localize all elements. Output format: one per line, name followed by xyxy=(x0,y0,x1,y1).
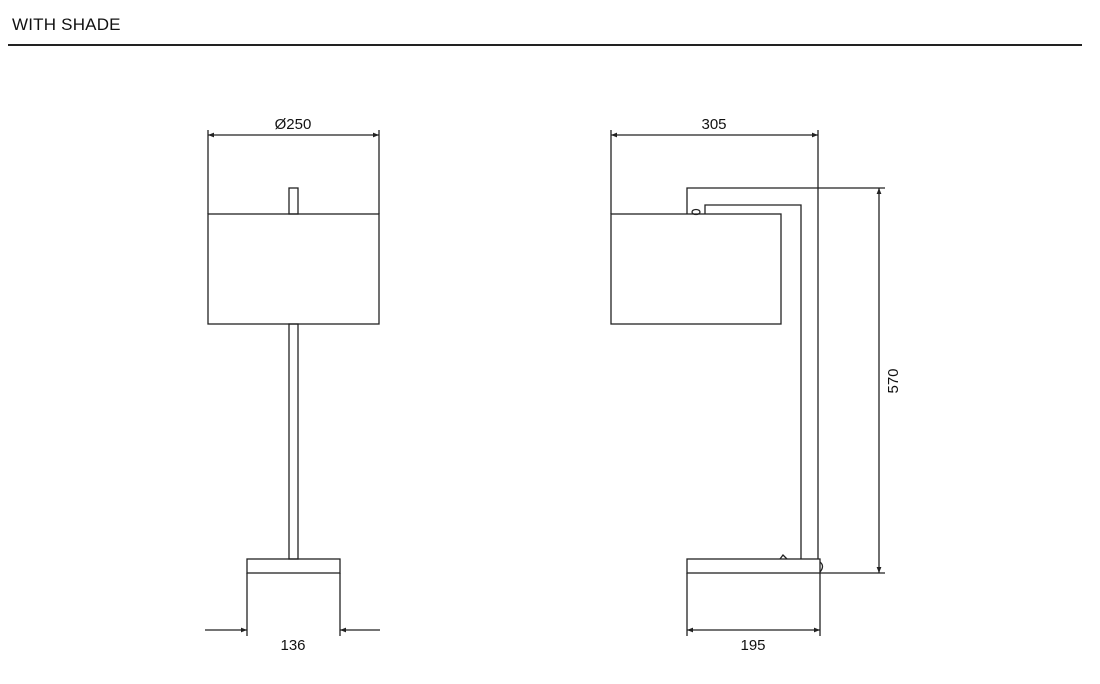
header-divider xyxy=(8,44,1082,46)
side-arm-outer xyxy=(686,187,819,559)
page-title: WITH SHADE xyxy=(12,15,121,34)
front-view xyxy=(205,130,380,636)
side-arm-inner xyxy=(704,204,802,559)
side-base-width-label: 195 xyxy=(740,637,765,654)
side-base-switch xyxy=(779,554,788,560)
side-view xyxy=(610,130,885,636)
side-height-label: 570 xyxy=(885,368,902,393)
side-shade-mount xyxy=(691,208,701,216)
side-base xyxy=(686,558,821,574)
front-stem xyxy=(288,323,299,560)
side-shade xyxy=(610,213,782,325)
front-finial xyxy=(288,187,299,215)
front-base-width-label: 136 xyxy=(280,637,305,654)
side-cable-nub xyxy=(819,561,824,573)
side-width-label: 305 xyxy=(701,116,726,133)
front-base xyxy=(246,558,341,574)
front-shade xyxy=(207,213,380,325)
front-shade-diameter-label: Ø250 xyxy=(275,116,312,133)
